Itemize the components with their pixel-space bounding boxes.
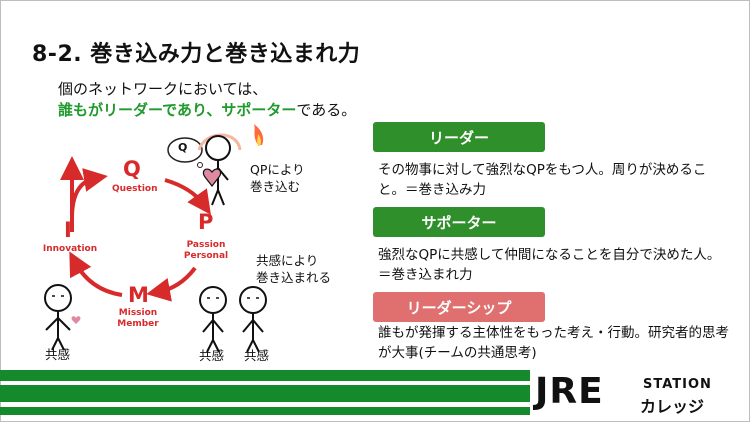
flame-icon — [254, 124, 264, 146]
leader-caption-1: QPにより — [250, 162, 305, 177]
supporter-description: 強烈なQPに共感して仲間になることを自分で決めた人。＝巻き込まれ力 — [378, 247, 721, 283]
intro-line-2: 誰もがリーダーであり、サポーターである。 — [58, 99, 356, 120]
leadership-label: リーダーシップ — [373, 292, 545, 322]
arrow-q-to-p — [164, 178, 211, 215]
empathy-figure-right-icon — [239, 286, 267, 353]
cycle-i-letter: I — [64, 218, 72, 242]
cycle-m-word-1: Mission — [118, 308, 158, 318]
logo-station-text: STATION — [643, 377, 712, 392]
thought-bubble-letter: Q — [178, 141, 188, 154]
supporter-caption-1: 共感により — [256, 253, 319, 268]
arrow-m-to-i — [69, 251, 123, 297]
supporter-label: サポーター — [373, 207, 545, 237]
supporter-caption-2: 巻き込まれる — [256, 270, 332, 285]
cycle-p-letter: P — [198, 210, 214, 234]
cycle-q-word: Question — [112, 184, 158, 194]
arrow-p-to-m — [146, 266, 197, 302]
thought-bubble-icon — [167, 137, 209, 174]
logo-college-text: カレッジ — [640, 397, 705, 416]
cycle-m-word-2: Member — [117, 319, 159, 329]
jre-logo: JRE — [535, 371, 604, 412]
leadership-description: 誰もが発揮する主体性をもった考え・行動。研究者的思考が大事(チームの共通思考) — [378, 325, 729, 361]
leader-label: リーダー — [373, 122, 545, 152]
cycle-m-letter: M — [128, 283, 149, 307]
footer-stripe-top — [0, 370, 530, 381]
intro-highlight: 誰もがリーダーであり、サポーター — [58, 101, 297, 119]
leader-caption-2: 巻き込む — [250, 179, 301, 194]
arrow-i-to-q — [70, 168, 108, 219]
empathy-caption-left: 共感 — [45, 347, 71, 362]
intro-suffix: である。 — [296, 101, 357, 119]
cycle-p-word-2: Personal — [183, 251, 229, 261]
empathy-caption-mid: 共感 — [199, 348, 225, 363]
footer-stripe-bottom — [0, 407, 530, 415]
intro-line-1: 個のネットワークにおいては、 — [58, 80, 268, 98]
cycle-i-word: Innovation — [42, 244, 98, 254]
empathy-figure-mid-icon — [199, 286, 227, 353]
slide-title: 8-2. 巻き込み力と巻き込まれ力 — [32, 42, 361, 67]
leader-figure-icon — [197, 133, 242, 206]
empathy-figure-left-icon — [44, 284, 81, 351]
empathy-caption-right: 共感 — [244, 348, 270, 363]
footer-stripe-mid — [0, 385, 530, 402]
leader-description: その物事に対して強烈なQPをもつ人。周りが決めること。＝巻き込み力 — [378, 162, 707, 198]
cycle-p-word-1: Passion — [186, 240, 226, 250]
cycle-q-letter: Q — [123, 157, 141, 181]
